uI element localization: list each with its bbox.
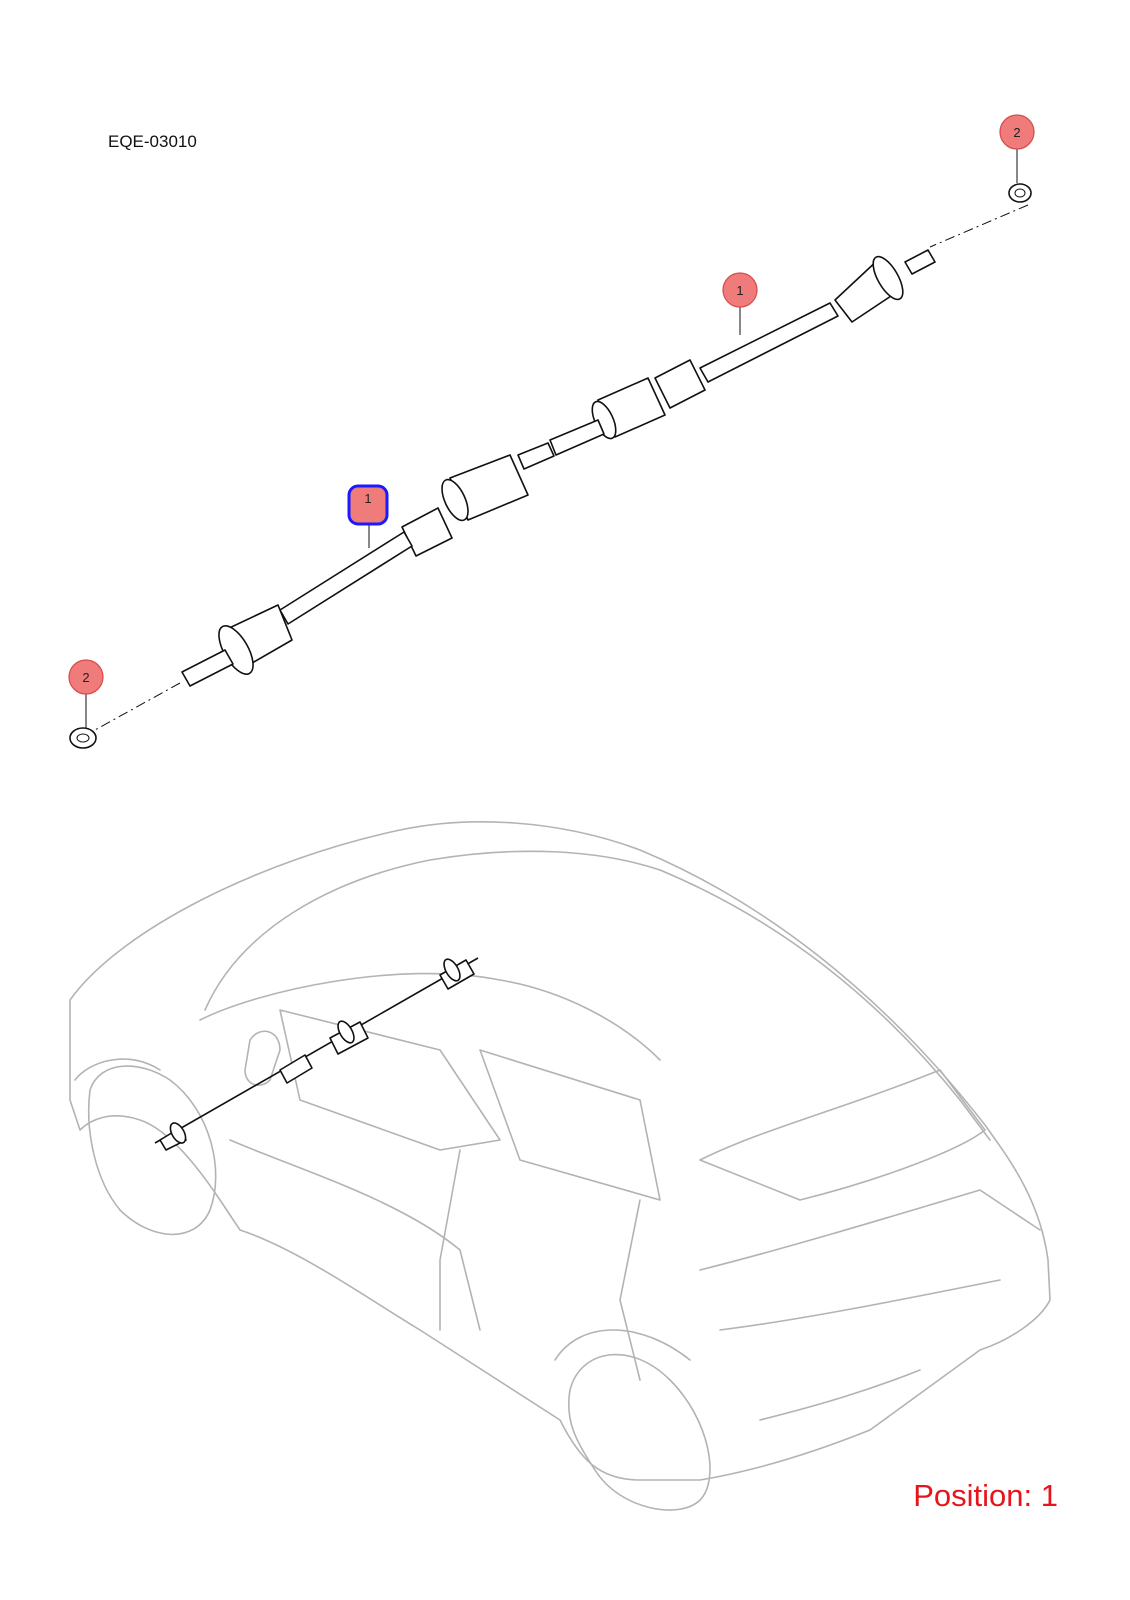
door-pillar: [439, 1149, 461, 1331]
vehicle-outline: [69, 821, 1051, 1511]
nut-top-right: [1008, 183, 1032, 203]
right-damper: [654, 359, 706, 409]
rear-side-window: [479, 1049, 661, 1201]
front-wheel: [87, 1065, 217, 1236]
svg-text:1: 1: [736, 283, 743, 298]
drawing-code: EQE-03010: [108, 132, 197, 151]
callout-2-top-right[interactable]: 2: [999, 114, 1035, 150]
roof-side: [659, 869, 991, 1141]
right-stub: [904, 249, 936, 275]
left-shaft: [279, 531, 413, 625]
rear-bumper-line: [719, 1279, 1001, 1331]
left-stub: [181, 649, 234, 687]
door-line-front: [229, 1139, 481, 1331]
right-outer-joint: [872, 255, 904, 301]
centerline-right: [929, 204, 1029, 248]
front-wheel-arch: [74, 1058, 161, 1081]
intermediate-spline: [549, 419, 605, 456]
nut-bottom-left: [69, 727, 97, 749]
drive-shaft-assembly: [94, 204, 1029, 731]
side-mirror: [244, 1030, 281, 1086]
position-indicator: Position: 1: [913, 1478, 1058, 1513]
front-side-window: [279, 1009, 501, 1151]
windshield-top: [199, 972, 661, 1061]
left-inner-joint: [441, 478, 469, 522]
car-body: [69, 821, 1051, 1481]
rear-wheel-arch: [554, 1329, 691, 1361]
right-shaft: [699, 302, 839, 383]
callout-1-left-selected[interactable]: 1: [347, 484, 389, 526]
rear-diffuser: [759, 1369, 921, 1421]
rear-window: [699, 1069, 986, 1201]
callout-2-bottom-left[interactable]: 2: [68, 659, 104, 695]
left-spline: [517, 442, 555, 470]
door-line-rear: [619, 1199, 641, 1381]
svg-text:2: 2: [1013, 125, 1020, 140]
tail-line: [699, 1189, 1041, 1271]
svg-text:2: 2: [82, 670, 89, 685]
svg-text:1: 1: [364, 491, 371, 506]
left-damper: [401, 507, 453, 557]
roof-front: [204, 850, 661, 1011]
vehicle-drive-shaft: [154, 957, 479, 1151]
rear-wheel: [567, 1353, 711, 1511]
centerline-left: [94, 682, 181, 731]
callout-1-right[interactable]: 1: [722, 272, 758, 308]
